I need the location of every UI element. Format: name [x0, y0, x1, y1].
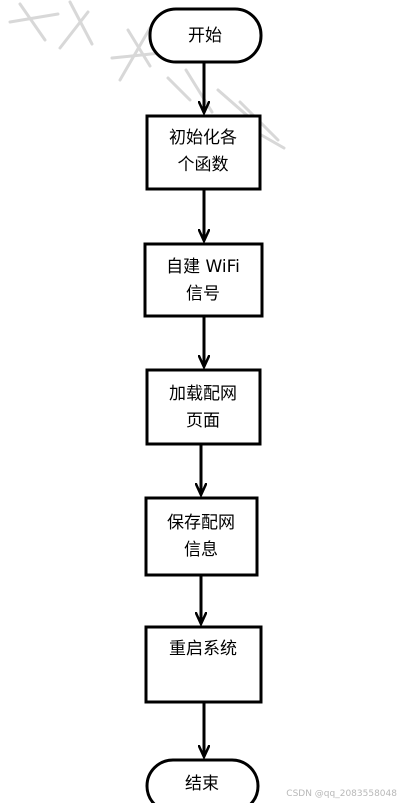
node-start: 开始 [148, 7, 263, 64]
watermark: CSDN @qq_2083558048 [286, 789, 397, 799]
node-init: 初始化各 个函数 [145, 114, 262, 191]
node-save-label-line-2: 信息 [184, 540, 218, 560]
node-wifi-shape [143, 242, 264, 318]
node-load: 加载配网 页面 [145, 368, 262, 446]
node-end-label: 结束 [185, 774, 219, 794]
node-start-shape [148, 7, 263, 64]
node-save: 保存配网 信息 [144, 496, 259, 577]
node-init-label-line-1: 初始化各 [169, 128, 237, 148]
node-save-label-line-1: 保存配网 [167, 513, 235, 533]
edges-layer [201, 62, 204, 757]
node-restart-label: 重启系统 [169, 639, 237, 659]
node-load-label-line-2: 页面 [186, 411, 220, 431]
node-restart-shape [144, 625, 263, 704]
nodes-layer: 开始 初始化各 个函数 自建 WiFi 信号 加载配网 页面 保存配网 信息 [143, 7, 264, 803]
node-load-label-line-1: 加载配网 [169, 384, 237, 404]
node-restart: 重启系统 [144, 625, 263, 704]
node-end: 结束 [145, 758, 260, 803]
node-end-shape [145, 758, 260, 803]
node-wifi-label-line-2: 信号 [186, 284, 220, 304]
node-load-shape [145, 368, 262, 446]
node-save-shape [144, 496, 259, 577]
node-wifi: 自建 WiFi 信号 [143, 242, 264, 318]
node-wifi-label-line-1: 自建 WiFi [166, 257, 240, 277]
node-init-label-line-2: 个函数 [178, 155, 229, 175]
node-start-label: 开始 [188, 26, 222, 46]
node-init-shape [145, 114, 262, 191]
